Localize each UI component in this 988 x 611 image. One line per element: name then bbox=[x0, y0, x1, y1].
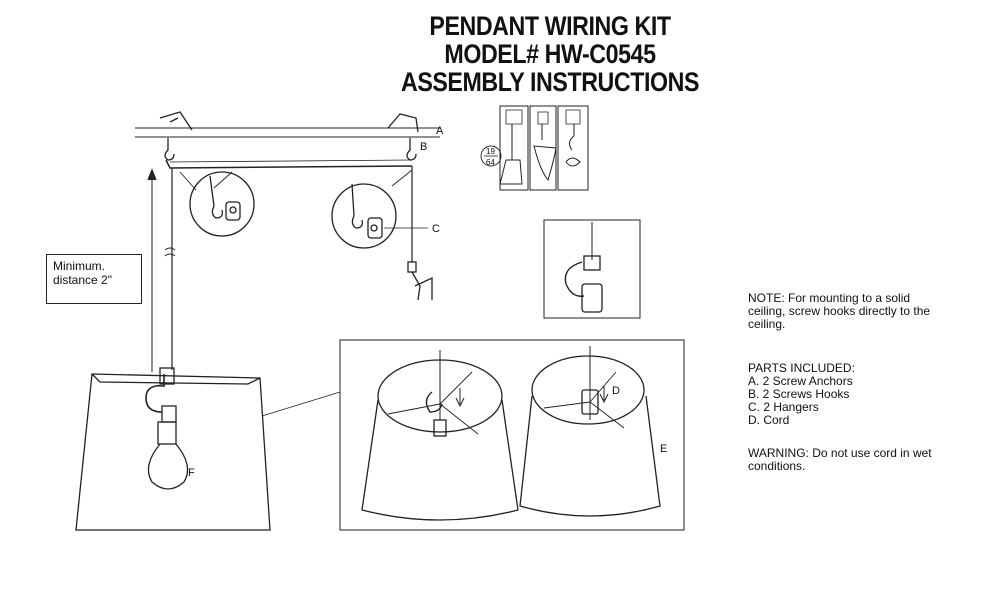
callout-f: F bbox=[188, 467, 195, 479]
parts-list: PARTS INCLUDED: A. 2 Screw Anchors B. 2 … bbox=[748, 362, 948, 427]
parts-heading: PARTS INCLUDED: bbox=[748, 361, 855, 375]
warning-note: WARNING: Do not use cord in wet conditio… bbox=[748, 446, 932, 473]
minimum-distance-label: Minimum. distance 2" bbox=[46, 254, 142, 304]
callout-e: E bbox=[660, 443, 667, 455]
fraction-bottom: 64 bbox=[486, 158, 495, 167]
mounting-note: NOTE: For mounting to a solid ceiling, s… bbox=[748, 291, 931, 331]
callout-b: B bbox=[420, 141, 427, 153]
title-line-1: PENDANT WIRING KIT bbox=[429, 11, 671, 41]
minimum-distance-text: Minimum. distance 2" bbox=[53, 259, 112, 287]
parts-item-b: B. 2 Screws Hooks bbox=[748, 387, 850, 401]
title-line-3: ASSEMBLY INSTRUCTIONS bbox=[400, 67, 700, 97]
callout-c: C bbox=[432, 223, 440, 235]
callout-a: A bbox=[436, 125, 444, 137]
title-line-2: MODEL# HW-C0545 bbox=[444, 39, 656, 69]
parts-item-c: C. 2 Hangers bbox=[748, 400, 819, 414]
callout-d: D bbox=[612, 385, 620, 397]
parts-item-d: D. Cord bbox=[748, 413, 790, 427]
parts-item-a: A. 2 Screw Anchors bbox=[748, 374, 853, 388]
fraction-top: 19 bbox=[486, 147, 495, 156]
